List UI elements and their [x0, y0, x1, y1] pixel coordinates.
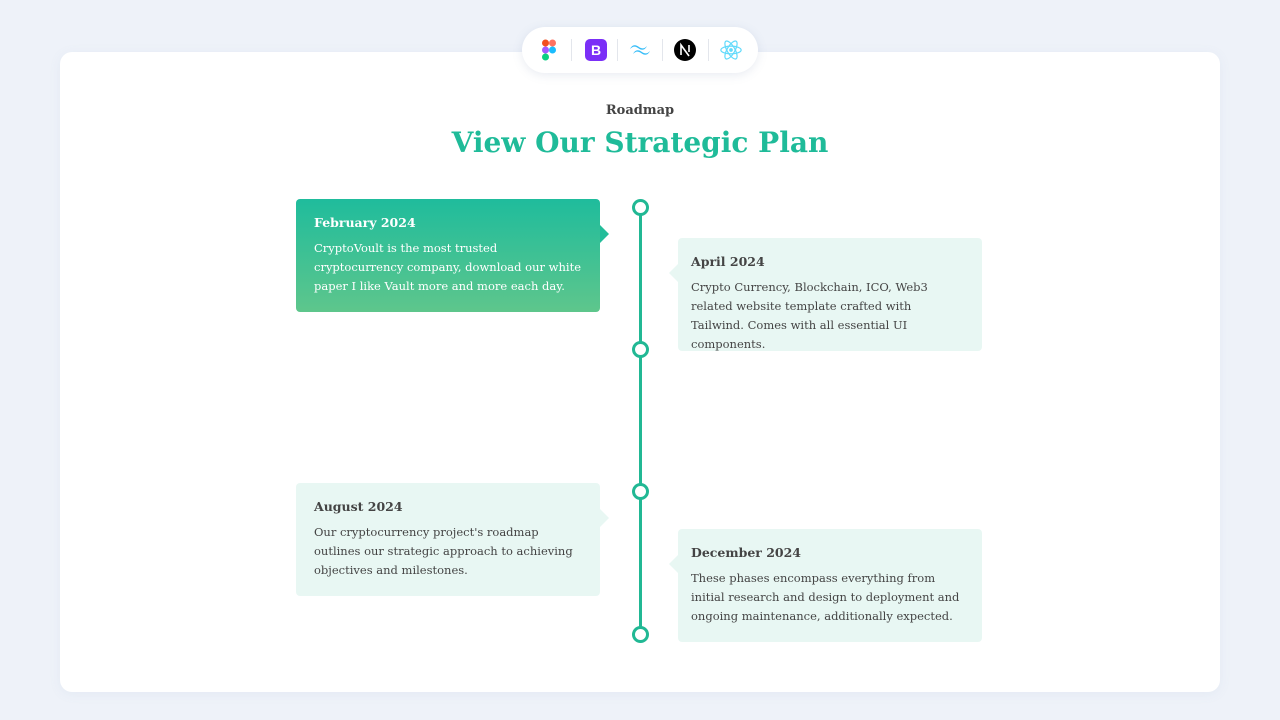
tailwind-icon[interactable] — [628, 38, 652, 62]
timeline-dot — [632, 199, 649, 216]
item-date: February 2024 — [314, 215, 416, 230]
timeline-line — [639, 207, 642, 634]
timeline-item[interactable]: August 2024 Our cryptocurrency project's… — [296, 483, 609, 596]
react-icon[interactable] — [719, 38, 743, 62]
divider — [571, 39, 573, 61]
timeline-dot — [632, 483, 649, 500]
timeline-dot — [632, 341, 649, 358]
timeline-item[interactable]: December 2024 These phases encompass eve… — [669, 529, 982, 642]
timeline-item[interactable]: April 2024 Crypto Currency, Blockchain, … — [669, 238, 982, 351]
timeline-dot — [632, 626, 649, 643]
item-text: Our cryptocurrency project's roadmap out… — [314, 525, 573, 577]
figma-icon[interactable] — [537, 38, 561, 62]
divider — [707, 39, 709, 61]
item-date: April 2024 — [691, 254, 765, 269]
timeline-item[interactable]: February 2024 CryptoVoult is the most tr… — [296, 199, 609, 312]
divider — [662, 39, 664, 61]
item-text: These phases encompass everything from i… — [691, 571, 960, 623]
tech-stack-toolbar: B — [522, 27, 758, 73]
svg-text:B: B — [590, 42, 600, 58]
item-date: August 2024 — [314, 499, 403, 514]
nextjs-icon[interactable] — [673, 38, 697, 62]
divider — [616, 39, 618, 61]
item-text: Crypto Currency, Blockchain, ICO, Web3 r… — [691, 280, 928, 351]
item-text: CryptoVoult is the most trusted cryptocu… — [314, 241, 582, 293]
item-date: December 2024 — [691, 545, 802, 560]
bootstrap-icon[interactable]: B — [583, 38, 607, 62]
section-title: View Our Strategic Plan — [451, 126, 829, 159]
section-eyebrow: Roadmap — [605, 103, 675, 118]
